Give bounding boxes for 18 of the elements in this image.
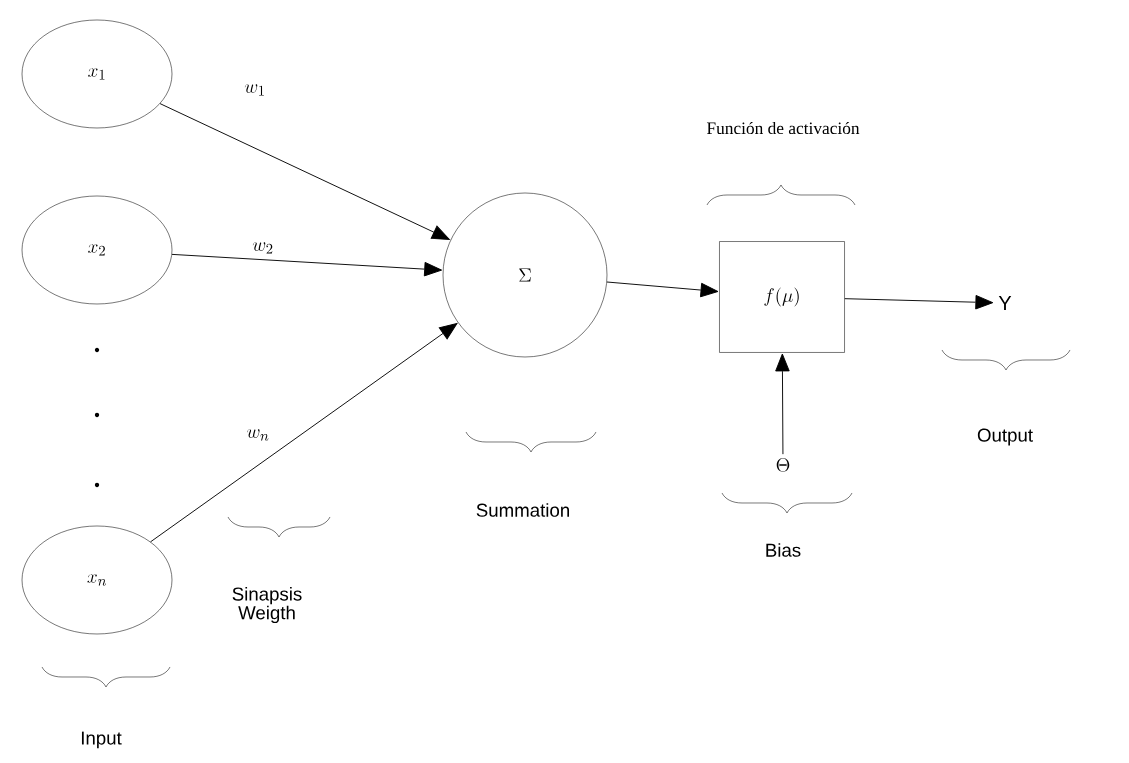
weight-label: $w_n$	[245, 428, 271, 442]
caption-label: Función de activación	[707, 121, 860, 135]
symbol-text: $\mathrm{Y}$	[998, 296, 1012, 310]
activation-box: $f(\mu)$	[719, 241, 845, 353]
caption-label: Bias	[766, 543, 801, 557]
arrow	[159, 103, 450, 240]
arrow	[606, 281, 719, 298]
arrow	[844, 295, 994, 310]
weight-label: $w_1$	[242, 83, 268, 97]
arrow	[775, 353, 790, 455]
caption-label: Sinapsis Weigth	[232, 586, 302, 624]
symbol-text: $\Theta$	[776, 458, 790, 472]
arrow	[150, 323, 458, 543]
arrow	[171, 253, 443, 277]
caption-label: Input	[81, 731, 122, 749]
caption-label: Output	[977, 428, 1033, 446]
caption-label: Summation	[476, 503, 569, 517]
weight-label: $w_2$	[250, 241, 276, 255]
